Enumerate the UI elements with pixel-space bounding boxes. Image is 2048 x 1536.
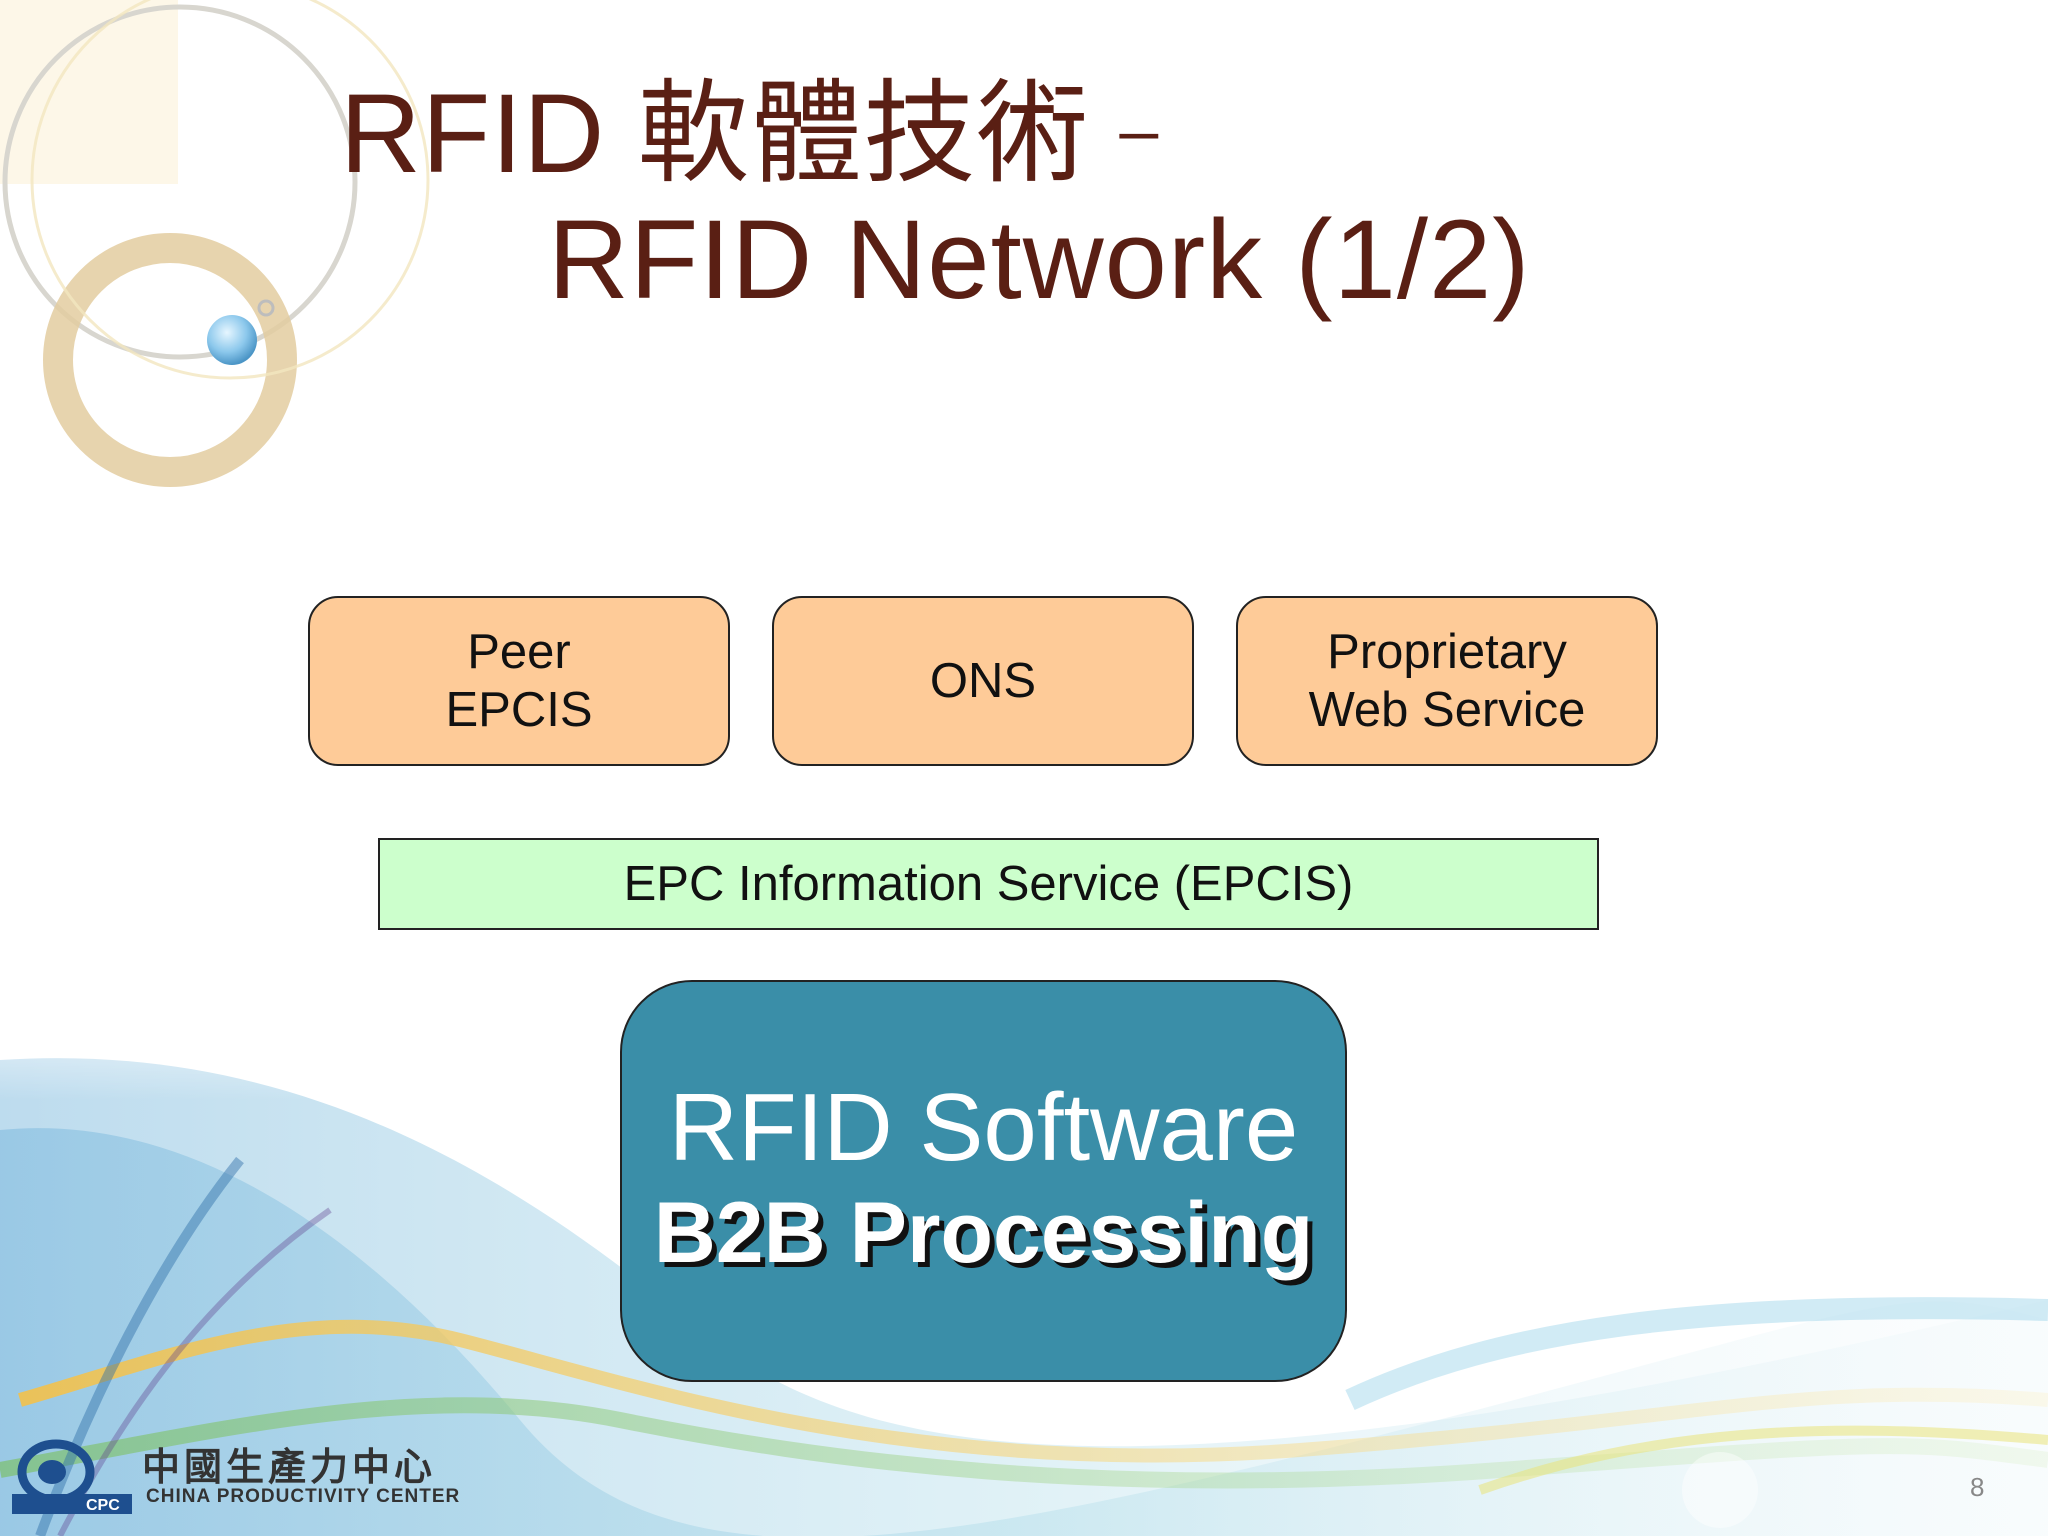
peer-epcis-line2: EPCIS — [445, 683, 593, 737]
epcis-bar-label: EPC Information Service (EPCIS) — [623, 857, 1354, 911]
cpc-emblem-icon: CPC — [12, 1439, 132, 1514]
title-dash: – — [1119, 91, 1160, 169]
decorative-rings — [0, 0, 430, 487]
page-number: 8 — [1970, 1472, 1985, 1502]
epcis-bar: EPC Information Service (EPCIS) — [378, 838, 1599, 930]
logo-english-name: CHINA PRODUCTIVITY CENTER — [146, 1486, 461, 1507]
proprietary-line2: Web Service — [1308, 683, 1586, 737]
b2b-processing-label: B2B Processing — [653, 1185, 1314, 1281]
slide-title-line1: RFID 軟體技術 — [340, 71, 1090, 196]
rfid-software-box: RFID Software B2B Processing — [620, 980, 1347, 1382]
peer-epcis-line1: Peer — [467, 625, 571, 679]
ons-box: ONS — [772, 596, 1194, 766]
slide-subtitle: RFID Network (1/2) — [548, 197, 1531, 322]
rfid-software-label: RFID Software — [668, 1074, 1299, 1181]
logo-chinese-name: 中國生產力中心 — [142, 1447, 437, 1489]
proprietary-web-service-box: Proprietary Web Service — [1236, 596, 1658, 766]
ons-label: ONS — [929, 654, 1037, 708]
cpc-badge-text: CPC — [86, 1497, 120, 1514]
slide-title: RFID 軟體技術– — [340, 60, 1159, 204]
cpc-logo: CPC 中國生產力中心 CHINA PRODUCTIVITY CENTER — [12, 1436, 472, 1516]
peer-epcis-box: Peer EPCIS — [308, 596, 730, 766]
proprietary-line1: Proprietary — [1327, 625, 1567, 679]
